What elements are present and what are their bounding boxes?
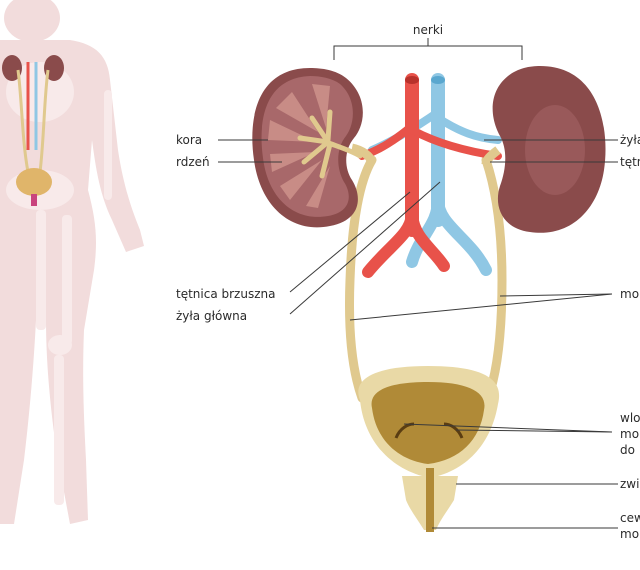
label-vena-cava: żyła główna [176, 309, 247, 323]
urinary-bladder [358, 366, 500, 532]
label-ureter-openings-3: do [620, 443, 635, 457]
kidneys-label: nerki [413, 23, 443, 37]
label-sphincter: zwi [620, 477, 639, 491]
aorta-top [405, 76, 419, 84]
ureters [345, 155, 507, 403]
label-renal-vein: żyła [620, 133, 640, 147]
label-urethra-1: cew [620, 511, 640, 525]
label-ureter-openings-1: wlo [620, 411, 640, 425]
left-kidney [252, 68, 377, 228]
label-ureter-openings-2: mo [620, 427, 639, 441]
vena-cava-top [431, 76, 445, 84]
label-ureter: mo [620, 287, 639, 301]
artery-aorta [358, 73, 502, 278]
label-cortex: kora [176, 133, 202, 147]
label-aorta: tętnica brzuszna [176, 287, 275, 301]
right-kidney [481, 66, 606, 233]
mini-urinary-system [2, 55, 64, 206]
label-urethra-2: mo [620, 527, 639, 541]
label-renal-artery: tętn [620, 155, 640, 169]
labels: kora rdzeń tętnica brzuszna żyła główna … [176, 133, 640, 541]
kidneys-bracket: nerki [333, 23, 523, 60]
leader-lines [218, 139, 618, 529]
label-medulla: rdzeń [176, 155, 210, 169]
body-silhouette [0, 0, 144, 524]
